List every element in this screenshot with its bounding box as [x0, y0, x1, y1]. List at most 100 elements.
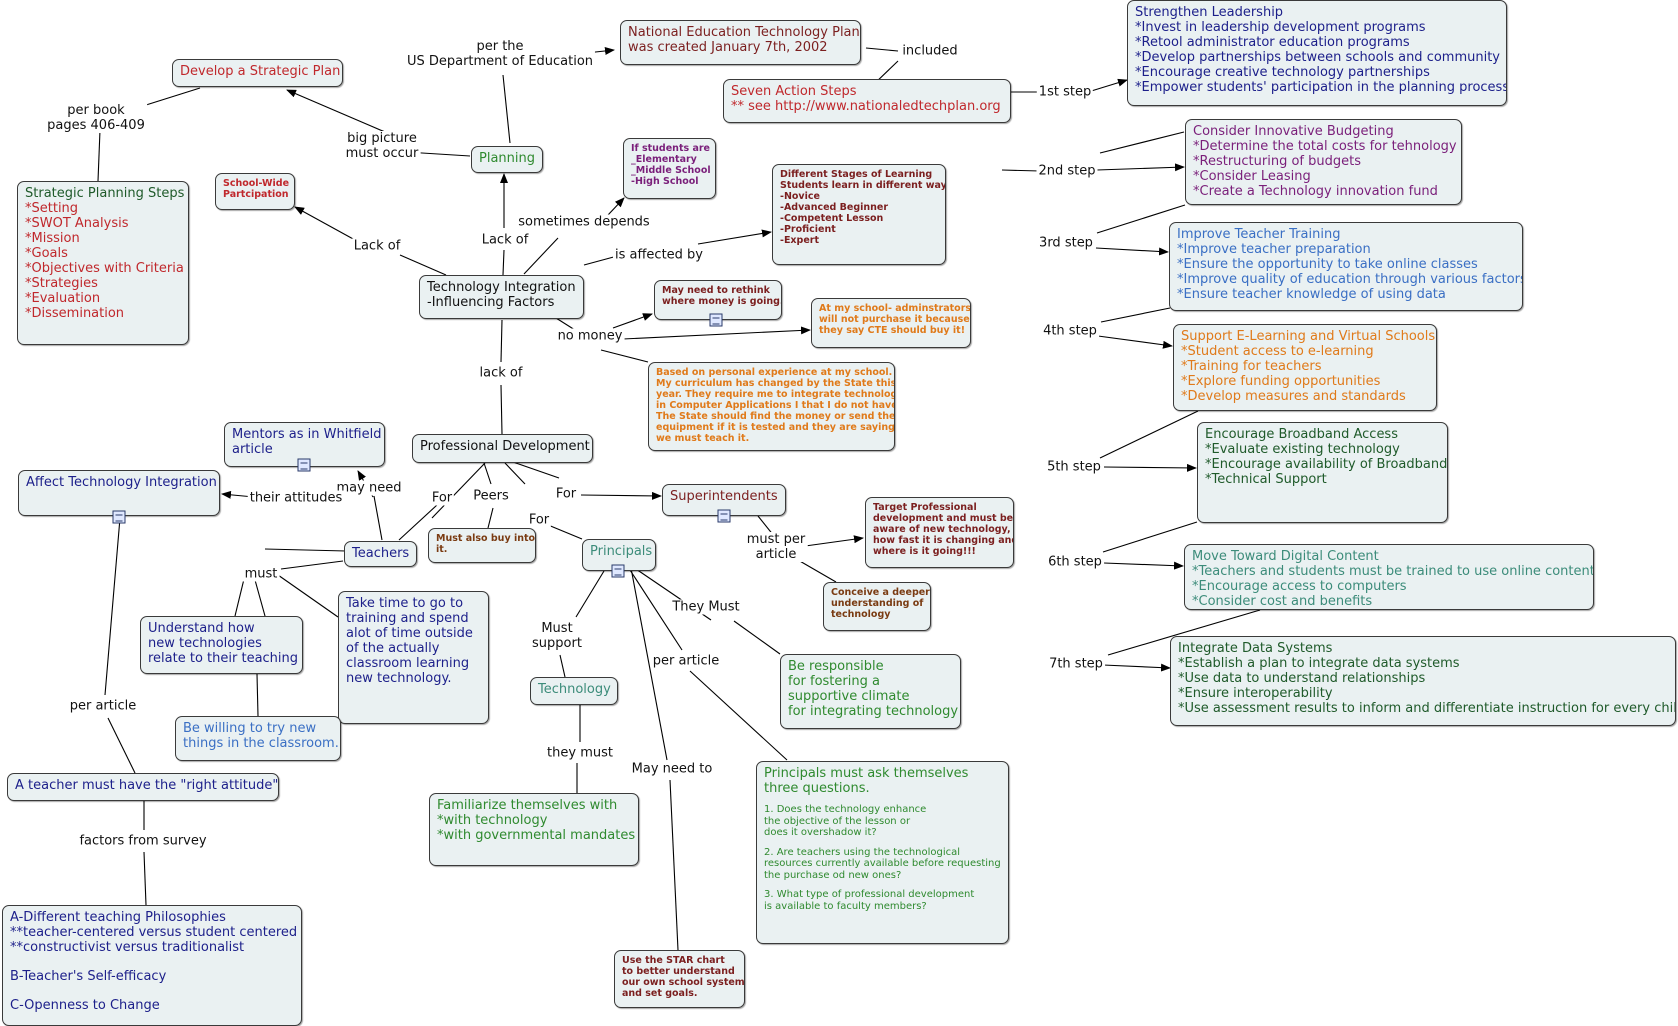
link-label-text: 3rd step	[1039, 235, 1093, 251]
concept-node-right-attitude[interactable]: A teacher must have the "right attitude"	[7, 773, 279, 801]
link-label-step7-lbl[interactable]: 7th step	[1047, 656, 1105, 672]
connector-line	[373, 495, 383, 541]
node-text-line: The State should find the money or send …	[656, 411, 895, 422]
concept-node-factors[interactable]: A-Different teaching Philosophies**teach…	[2, 905, 302, 1026]
link-label-sometimes[interactable]: sometimes depends	[516, 214, 652, 230]
node-text-line: new technologies	[148, 636, 262, 651]
concept-node-step4[interactable]: Support E-Learning and Virtual Schools*S…	[1173, 324, 1437, 411]
resource-attachment-icon[interactable]	[611, 564, 625, 578]
node-text-line: things in the classroom.	[183, 736, 339, 751]
link-label-per-article-2[interactable]: per article	[67, 698, 139, 714]
concept-node-planning[interactable]: Planning	[471, 146, 543, 173]
link-label-lack-of-2[interactable]: Lack of	[479, 232, 531, 248]
connector-line	[143, 851, 147, 906]
node-text-line: *Ensure teacher knowledge of using data	[1177, 287, 1446, 302]
node-text-line: Students learn in different ways	[780, 180, 946, 191]
concept-node-step6[interactable]: Move Toward Digital Content*Teachers and…	[1184, 544, 1594, 610]
concept-node-step2[interactable]: Consider Innovative Budgeting*Determine …	[1185, 119, 1462, 205]
link-label-they-must[interactable]: they must	[545, 745, 615, 761]
node-text-line: *Retool administrator education programs	[1135, 35, 1410, 50]
link-label-step1-lbl[interactable]: 1st step	[1036, 84, 1094, 100]
link-label-affected[interactable]: is affected by	[612, 247, 706, 263]
link-label-may-need-to[interactable]: May need to	[629, 761, 715, 777]
concept-node-step7[interactable]: Integrate Data Systems*Establish a plan …	[1170, 636, 1676, 726]
node-text-line: Must also buy into	[436, 533, 536, 544]
concept-node-prof-dev[interactable]: Professional Development	[412, 434, 593, 463]
concept-node-develop-plan[interactable]: Develop a Strategic Plan	[172, 59, 343, 87]
resource-attachment-icon[interactable]	[717, 509, 731, 523]
connector-line	[1096, 163, 1185, 172]
node-text-line: we must teach it.	[656, 433, 750, 444]
link-label-step4-lbl[interactable]: 4th step	[1041, 323, 1099, 339]
node-text-line: Superintendents	[670, 489, 778, 504]
link-label-included[interactable]: included	[900, 43, 960, 59]
concept-node-step5[interactable]: Encourage Broadband Access*Evaluate exis…	[1197, 422, 1448, 523]
connector-line	[1099, 410, 1199, 459]
concept-node-step1[interactable]: Strengthen Leadership*Invest in leadersh…	[1127, 0, 1507, 106]
link-label-lack-of-3[interactable]: lack of	[477, 365, 525, 381]
link-label-text: big picture	[347, 131, 417, 146]
node-text-line: Move Toward Digital Content	[1192, 549, 1379, 564]
node-text-line: Professional Development	[420, 439, 590, 454]
link-label-text: 6th step	[1048, 554, 1102, 570]
resource-attachment-icon[interactable]	[297, 458, 311, 472]
node-text-line: *Dissemination	[25, 306, 125, 321]
link-label-factors-survey[interactable]: factors from survey	[77, 833, 209, 849]
link-label-peers[interactable]: Peers	[471, 488, 511, 504]
concept-node-familiarize[interactable]: Familiarize themselves with*with technol…	[429, 793, 639, 866]
concept-node-teachers[interactable]: Teachers	[344, 541, 417, 567]
link-label-for-1[interactable]: For	[429, 490, 455, 506]
resource-attachment-icon[interactable]	[709, 313, 723, 327]
concept-node-step3[interactable]: Improve Teacher Training*Improve teacher…	[1169, 222, 1523, 311]
link-label-step3-lbl[interactable]: 3rd step	[1037, 235, 1095, 251]
link-label-must[interactable]: must	[242, 566, 280, 582]
node-text-line: understanding of	[831, 598, 924, 609]
concept-node-affect-tech[interactable]: Affect Technology Integration	[18, 470, 220, 516]
link-label-per-article-1[interactable]: per article	[650, 653, 722, 669]
concept-node-seven-steps[interactable]: Seven Action Steps** see http://www.nati…	[723, 79, 1011, 123]
link-label-attitudes[interactable]: their attitudes	[247, 490, 345, 506]
link-label-step2-lbl[interactable]: 2nd step	[1036, 163, 1098, 179]
connector-line	[575, 570, 605, 618]
connector-line	[1095, 247, 1169, 256]
link-label-may-need[interactable]: may need	[334, 480, 404, 496]
node-text-line: *Develop measures and standards	[1181, 389, 1406, 404]
connector-line	[629, 569, 683, 651]
concept-node-strategic-steps[interactable]: Strategic Planning Steps*Setting*SWOT An…	[17, 181, 189, 345]
link-label-text: no money	[557, 328, 623, 344]
node-text-line	[764, 796, 1001, 804]
link-label-lack-of-1[interactable]: Lack of	[351, 238, 403, 254]
resource-attachment-icon[interactable]	[112, 510, 126, 524]
connector-line	[487, 507, 494, 529]
link-label-they-must-cap[interactable]: They Must	[670, 599, 742, 615]
link-label-no-money[interactable]: no money	[555, 328, 625, 344]
link-label-step6-lbl[interactable]: 6th step	[1046, 554, 1104, 570]
concept-node-students-in[interactable]: If students are_Elementary_Middle School…	[623, 138, 716, 199]
concept-node-tech-integration[interactable]: Technology Integration-Influencing Facto…	[419, 275, 584, 319]
link-label-step5-lbl[interactable]: 5th step	[1045, 459, 1103, 475]
link-label-text: they must	[547, 745, 613, 761]
concept-node-technology[interactable]: Technology	[530, 677, 618, 705]
link-label-for-3[interactable]: For	[526, 512, 552, 528]
link-label-for-2[interactable]: For	[553, 486, 579, 502]
concept-node-personal-exp[interactable]: Based on personal experience at my schoo…	[648, 362, 895, 451]
